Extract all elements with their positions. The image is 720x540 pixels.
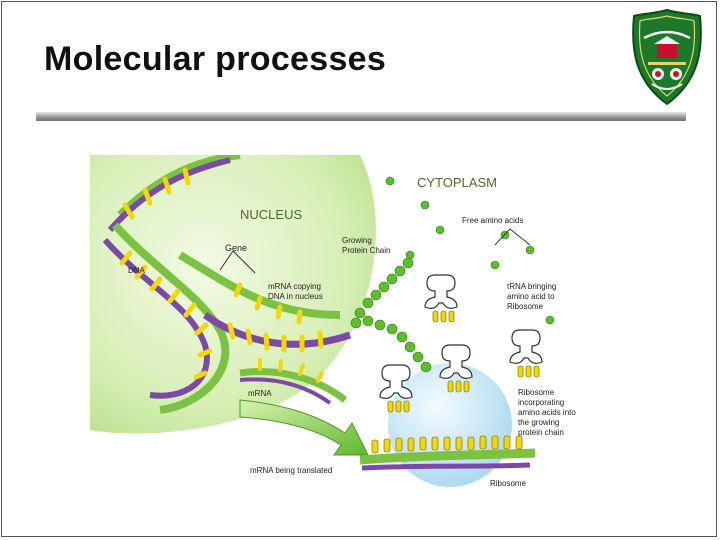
dna-helix-green (111, 222, 230, 414)
mrna-exported-purple (239, 377, 332, 405)
ribosome-label: Ribosome (490, 479, 527, 488)
mrna-copying-label-1: mRNA copying (268, 282, 321, 291)
mrna-label: mRNA (248, 389, 272, 398)
mrna-exported-bases (258, 358, 324, 383)
dna-base-pairs (119, 167, 324, 380)
dna-label: DNA (128, 266, 146, 275)
label-pointer-lines (219, 228, 531, 274)
dna-gene-strand-green (177, 251, 341, 319)
trna-molecule (379, 274, 543, 399)
title-divider (36, 112, 686, 121)
gene-label: Gene (225, 243, 247, 253)
cytoplasm-label: CYTOPLASM (417, 175, 497, 190)
ribosome-incorporating-1: Ribosome (518, 388, 555, 397)
growing-chain-label-2: Protein Chain (342, 246, 390, 255)
mrna-translated-label: mRNA being translated (250, 466, 332, 475)
translation-arrow (239, 399, 369, 456)
ribosome-incorporating-4: the growing (518, 418, 559, 427)
ribosome-incorporating-5: protein chain (518, 428, 564, 437)
university-logo-emblem (632, 8, 702, 106)
protein-synthesis-diagram: NUCLEUS CYTOPLASM DNA Gene mRNA copying … (90, 155, 576, 488)
mrna-translated-bases (371, 435, 523, 454)
free-amino-acids-label: Free amino acids (462, 216, 523, 225)
dna-strand-green (117, 155, 241, 218)
mrna-translated-purple (361, 462, 531, 471)
mrna-exported-strand (239, 368, 348, 403)
mrna-copying-label-2: DNA in nucleus (268, 292, 323, 301)
dna-strand-purple (107, 157, 231, 232)
nucleus-label: NUCLEUS (240, 207, 302, 222)
ribosome-incorporating-3: amino acids into (518, 408, 576, 417)
trna-label-1: tRNA bringing (507, 282, 556, 291)
growing-chain-label-1: Growing (342, 236, 372, 245)
mrna-translated-strand (359, 448, 536, 465)
trna-anticodons (387, 310, 540, 413)
trna-label-2: amino acid to (507, 292, 555, 301)
trna-label-3: Ribosome (507, 302, 544, 311)
slide-title: Molecular processes (44, 40, 387, 78)
ribosome-incorporating-2: incorporating (518, 398, 564, 407)
